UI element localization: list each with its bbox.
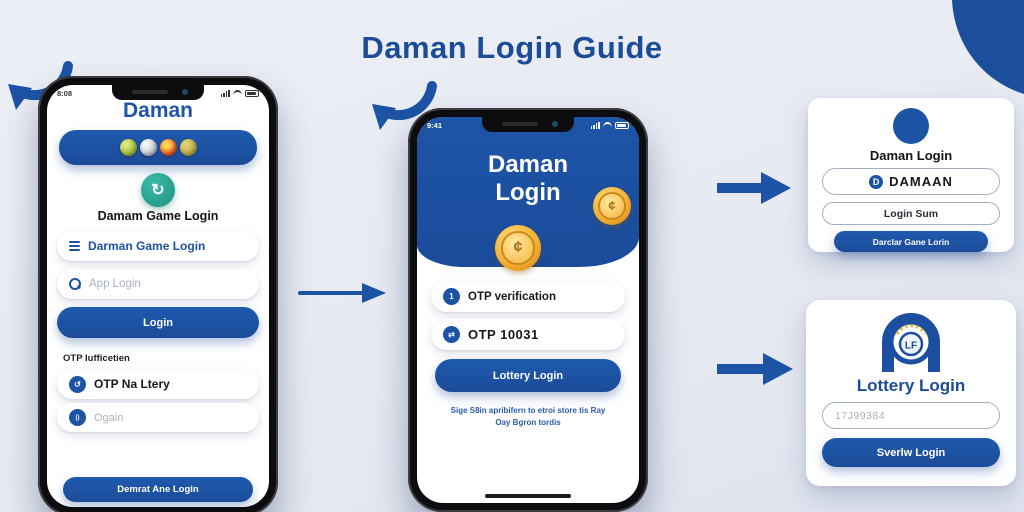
otp-verification-field[interactable]: 1 OTP verification (431, 281, 625, 312)
login-title-line2: Login (495, 178, 561, 206)
power-icon: () (69, 409, 86, 426)
svg-text:LF: LF (905, 341, 917, 352)
curved-arrow-icon (372, 81, 437, 130)
status-time: 8:08 (57, 89, 73, 98)
status-bar: 9:41 (427, 121, 629, 130)
lottery-panel-login-button[interactable]: Sverlw Login (822, 438, 1000, 467)
status-time: 9:41 (427, 121, 443, 130)
avatar (893, 108, 929, 144)
red-ball-icon (159, 139, 177, 156)
right-arrow-icon (298, 283, 386, 303)
daman-login-panel: Daman Login D DAMAAN Login Sum Darclar G… (808, 98, 1014, 252)
daman-brand-icon: D (869, 174, 884, 189)
status-bar: 8:08 (57, 89, 259, 98)
coin-icon: ¢ (593, 187, 631, 225)
otp-section-label: OTP Iufficetien (63, 353, 130, 364)
green-ball-icon (119, 139, 137, 156)
battery-icon (615, 122, 629, 129)
phone-1: 8:08 Daman ↻ Damam Game Login Darman Gam… (38, 76, 278, 512)
lottery-logo-icon: LF (882, 313, 940, 372)
notch (482, 117, 574, 132)
panel-title: Lottery Login (856, 376, 966, 395)
wifi-icon (233, 90, 242, 97)
games-banner[interactable] (59, 130, 257, 165)
footer-note-line2: Oay Bgron tordis (495, 418, 561, 427)
footer-note: Sige S8in apribifern to etroi store tis … (425, 405, 631, 429)
corner-blob-decoration (952, 0, 1024, 94)
daman-game-login-button[interactable]: Darclar Gane Lorin (834, 231, 988, 252)
right-arrow-icon (717, 172, 791, 204)
login-field[interactable]: () (57, 403, 259, 432)
page-title: Daman Login Guide (361, 30, 663, 65)
wifi-icon (603, 122, 612, 129)
login-title: Daman Login (417, 151, 639, 206)
menu-icon (69, 241, 80, 251)
app-login-input[interactable] (89, 278, 247, 290)
refresh-icon: ↻ (141, 173, 175, 207)
lottery-id-field[interactable] (822, 402, 1000, 429)
login-sum-label: Login Sum (883, 207, 939, 220)
signal-icon (220, 90, 230, 97)
bottom-game-login-button[interactable]: Demrat Ane Login (63, 477, 253, 502)
notch (112, 85, 204, 100)
lottery-login-panel: LF Lottery Login Sverlw Login (806, 300, 1016, 486)
game-login-field-label: Darman Game Login (88, 239, 206, 253)
coin-icon: ¢ (495, 225, 541, 271)
login-input[interactable] (94, 411, 247, 424)
login-sum-field[interactable]: Login Sum (822, 202, 1000, 225)
signal-icon (590, 122, 600, 129)
daman-brand-label: DAMAAN (889, 174, 953, 189)
otp-code-label: OTP 10031 (468, 327, 539, 342)
login-title-line1: Daman (487, 151, 569, 178)
lottery-login-button[interactable]: Lottery Login (435, 359, 621, 392)
gold-ball-icon (179, 139, 197, 156)
app-title: Daman (122, 99, 194, 122)
search-icon (69, 278, 81, 290)
panel-title: Daman Login (869, 148, 953, 163)
exchange-icon: ⇄ (443, 326, 460, 343)
phone-2: 9:41 Daman Login ¢ ¢ 1 OTP verification (408, 108, 648, 512)
battery-icon (245, 90, 259, 97)
game-login-field[interactable]: Darman Game Login (57, 231, 259, 261)
right-arrow-icon (717, 353, 793, 385)
daman-brand-field[interactable]: D DAMAAN (822, 168, 1000, 195)
game-login-label: Damam Game Login (97, 209, 219, 223)
silver-ball-icon (139, 139, 157, 156)
lottery-id-input[interactable] (835, 409, 987, 422)
otp-lottery-field[interactable]: ↺ OTP Na Ltery (57, 369, 259, 399)
otp-code-field[interactable]: ⇄ OTP 10031 (431, 319, 625, 350)
phone-2-screen: 9:41 Daman Login ¢ ¢ 1 OTP verification (417, 117, 639, 503)
phone-1-screen: 8:08 Daman ↻ Damam Game Login Darman Gam… (47, 85, 269, 507)
app-login-field[interactable] (57, 269, 259, 299)
footer-note-line1: Sige S8in apribifern to etroi store tis … (450, 406, 606, 415)
home-indicator (485, 494, 571, 498)
circular-arrow-icon: ↺ (69, 375, 86, 393)
otp-verification-label: OTP verification (468, 290, 556, 303)
login-button[interactable]: Login (57, 307, 259, 338)
otp-lottery-label: OTP Na Ltery (94, 377, 170, 391)
one-icon: 1 (443, 288, 460, 305)
